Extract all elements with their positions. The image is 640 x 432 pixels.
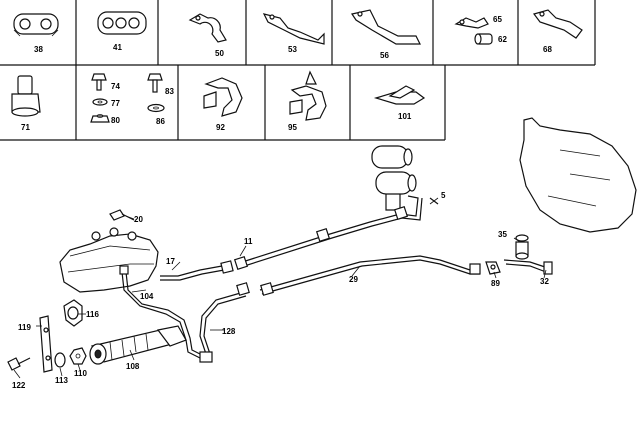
- part-119-bracket: [39, 315, 53, 373]
- part-68-bracket: [532, 9, 583, 39]
- part-71-valve: [11, 75, 41, 117]
- callout-108: 108: [126, 362, 140, 371]
- label-38: 38: [34, 45, 43, 54]
- fuel-line-104: [119, 265, 201, 359]
- callout-29: 29: [349, 275, 358, 284]
- label-50: 50: [215, 49, 224, 58]
- diagram-callouts: 20 17 11 5 35 104 29 89 32 116 119 128 1…: [12, 191, 549, 390]
- callout-119: 119: [18, 323, 31, 332]
- part-92-clamp: [203, 77, 243, 117]
- hose-32: [503, 259, 553, 275]
- label-56: 56: [380, 51, 389, 60]
- part-62-sleeve: [474, 33, 493, 45]
- fuel-line-11: [233, 195, 423, 271]
- fuel-distributor: [59, 227, 159, 293]
- label-68: 68: [543, 45, 552, 54]
- fuel-filter: [371, 145, 417, 211]
- callout-110: 110: [74, 369, 87, 378]
- callout-113: 113: [55, 376, 68, 385]
- engine-outline: [519, 117, 637, 233]
- part-83-screw: [147, 73, 163, 93]
- label-65: 65: [493, 15, 502, 24]
- callout-128: 128: [222, 327, 236, 336]
- part-116-clamp: [63, 299, 83, 327]
- part-74-bolt: [91, 73, 107, 91]
- label-83: 83: [165, 87, 174, 96]
- label-86: 86: [156, 117, 165, 126]
- part-38-double-clip: [13, 13, 59, 37]
- label-80: 80: [111, 116, 120, 125]
- part-86-washer: [147, 103, 165, 113]
- part-80-nut: [90, 114, 110, 123]
- label-62: 62: [498, 35, 507, 44]
- callout-122: 122: [12, 381, 26, 390]
- fuel-line-128: [199, 282, 250, 363]
- label-74: 74: [111, 82, 120, 91]
- callout-32: 32: [540, 277, 549, 286]
- part-53-bracket: [262, 13, 325, 45]
- callout-116: 116: [86, 310, 99, 319]
- callout-11: 11: [244, 237, 253, 246]
- callout-104: 104: [140, 292, 154, 301]
- part-41-triple-clip: [97, 11, 147, 35]
- part-110-nut: [69, 347, 87, 365]
- label-77: 77: [111, 99, 120, 108]
- callout-20: 20: [134, 215, 143, 224]
- part-20-bolt: [109, 209, 135, 221]
- label-53: 53: [288, 45, 297, 54]
- part-101-strap-clip: [373, 85, 426, 105]
- part-95-clamp: [289, 70, 327, 121]
- part-56-bracket: [351, 9, 421, 45]
- catalog-grid: [0, 0, 596, 141]
- fuel-line-29: [259, 255, 481, 296]
- catalog-labels: 38 41 50 53 56 65 62 68 71 74 77 80 83 8…: [21, 15, 552, 132]
- part-122-screw: [7, 357, 31, 371]
- label-101: 101: [398, 112, 412, 121]
- part-77-washer: [92, 98, 108, 106]
- callout-17: 17: [166, 257, 175, 266]
- label-41: 41: [113, 43, 122, 52]
- label-95: 95: [288, 123, 297, 132]
- part-65-clip: [454, 17, 489, 29]
- label-92: 92: [216, 123, 225, 132]
- callout-5: 5: [441, 191, 446, 200]
- fuel-line-17: [160, 260, 234, 281]
- part-113-washer: [54, 352, 66, 368]
- label-71: 71: [21, 123, 30, 132]
- callout-35: 35: [498, 230, 507, 239]
- part-50-pipe-clamp: [188, 13, 227, 43]
- leader-lines: [13, 197, 547, 379]
- callout-89: 89: [491, 279, 500, 288]
- fitting-35: [515, 234, 529, 260]
- fuel-pump: [89, 325, 187, 365]
- fitting-89: [485, 261, 501, 275]
